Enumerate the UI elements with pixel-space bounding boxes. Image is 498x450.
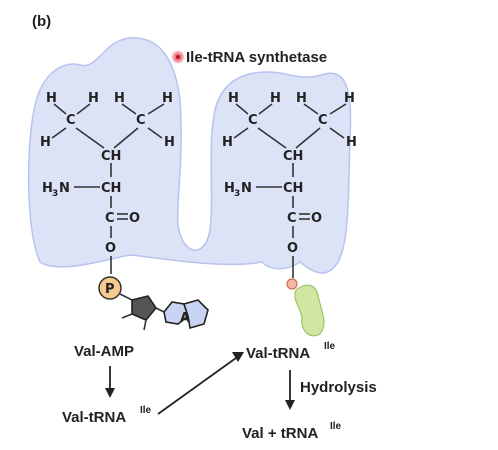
left-valine-structure: H H C H H H C H CH H 3 N CH C O O bbox=[40, 91, 175, 274]
enzyme-label: Ile-tRNA synthetase bbox=[186, 49, 327, 66]
arrow-head bbox=[105, 388, 115, 398]
atom-c: C bbox=[105, 211, 115, 226]
atom-h: H bbox=[222, 135, 233, 150]
atom-h: H bbox=[344, 91, 355, 106]
active-site-dot bbox=[176, 55, 180, 59]
phosphate-circle bbox=[98, 276, 122, 300]
atom-c: C bbox=[287, 211, 297, 226]
ribose-ring bbox=[131, 295, 157, 321]
products-label: Val + tRNA bbox=[242, 425, 318, 442]
atom-c: C bbox=[136, 113, 146, 128]
atom-o: O bbox=[287, 241, 298, 256]
atom-h: H bbox=[88, 91, 99, 106]
atom-ch: CH bbox=[101, 149, 121, 164]
val-trna-right-label: Val-tRNA bbox=[246, 345, 310, 362]
atom-h: H bbox=[270, 91, 281, 106]
atom-h: H bbox=[162, 91, 173, 106]
atom-h3: H bbox=[224, 181, 235, 196]
trna-attachment-point bbox=[286, 278, 298, 290]
atom-o: O bbox=[129, 211, 140, 226]
panel-label: (b) bbox=[32, 13, 51, 30]
arrow-head bbox=[232, 352, 244, 362]
atom-h3: H bbox=[42, 181, 53, 196]
amp-group: P A bbox=[98, 276, 209, 331]
atom-ch: CH bbox=[283, 181, 303, 196]
atom-n: N bbox=[59, 181, 70, 196]
arrow-head bbox=[285, 400, 295, 410]
enzyme-surface bbox=[27, 37, 352, 274]
atom-h: H bbox=[114, 91, 125, 106]
phosphate-label: P bbox=[105, 282, 115, 297]
atom-c: C bbox=[318, 113, 328, 128]
subscript-3: 3 bbox=[234, 189, 240, 199]
atom-h: H bbox=[46, 91, 57, 106]
val-trna-left-superscript: Ile bbox=[140, 405, 152, 416]
atom-c: C bbox=[66, 113, 76, 128]
subscript-3: 3 bbox=[52, 189, 58, 199]
atom-h: H bbox=[346, 135, 357, 150]
atom-h: H bbox=[296, 91, 307, 106]
adenine-six-ring bbox=[182, 299, 209, 330]
atom-h: H bbox=[40, 135, 51, 150]
atom-o: O bbox=[105, 241, 116, 256]
atom-h: H bbox=[164, 135, 175, 150]
adenine-label: A bbox=[180, 311, 190, 326]
right-valine-structure: H H C H H H C H CH H 3 N CH C O O bbox=[222, 91, 357, 278]
val-amp-label: Val-AMP bbox=[74, 343, 134, 360]
atom-o: O bbox=[311, 211, 322, 226]
products-superscript: Ile bbox=[330, 421, 342, 432]
atom-h: H bbox=[228, 91, 239, 106]
val-trna-right-superscript: Ile bbox=[324, 341, 336, 352]
atom-n: N bbox=[241, 181, 252, 196]
hydrolysis-label: Hydrolysis bbox=[300, 379, 377, 396]
trna-shape bbox=[294, 284, 325, 337]
atom-ch: CH bbox=[101, 181, 121, 196]
atom-c: C bbox=[248, 113, 258, 128]
trna-end bbox=[286, 278, 325, 337]
arrow-diagonal bbox=[157, 357, 237, 415]
atom-ch: CH bbox=[283, 149, 303, 164]
val-trna-left-label: Val-tRNA bbox=[62, 409, 126, 426]
